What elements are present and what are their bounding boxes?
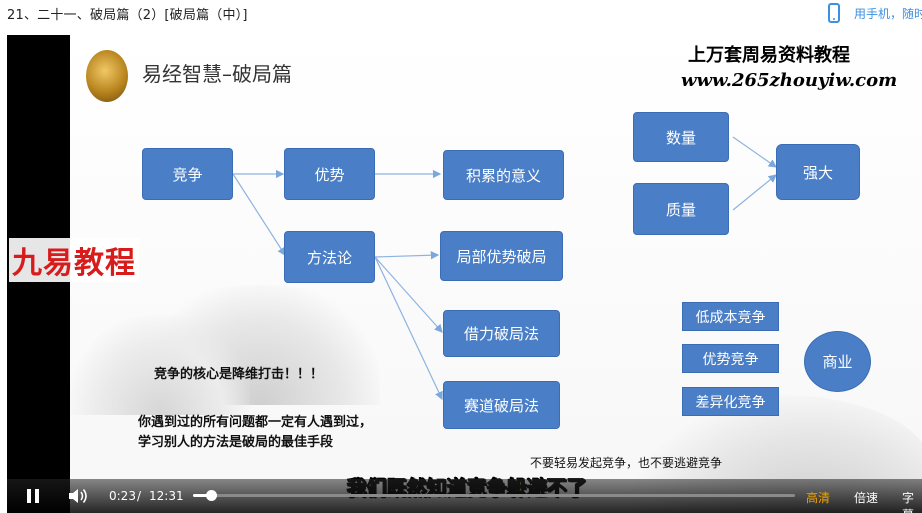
node-advantage: 优势 xyxy=(284,148,375,200)
watermark-line-1: 上万套周易资料教程 xyxy=(688,45,850,66)
phone-watch-link[interactable]: 用手机，随时 xyxy=(854,7,922,21)
captions-button[interactable]: 字幕 xyxy=(902,491,915,513)
brand-logo: 九易教程 xyxy=(9,238,139,282)
tag-advantage: 优势竞争 xyxy=(682,344,779,373)
node-track: 赛道破局法 xyxy=(443,381,560,429)
tag-low-cost: 低成本竞争 xyxy=(682,302,779,331)
progress-track[interactable] xyxy=(193,494,795,497)
progress-handle[interactable] xyxy=(206,490,217,501)
lion-emblem xyxy=(86,50,128,102)
node-leverage: 借力破局法 xyxy=(443,310,560,357)
note-bottom: 不要轻易发起竞争，也不要逃避竞争 xyxy=(530,456,723,470)
mountain-decoration xyxy=(70,315,250,415)
top-bar: 21、二十一、破局篇（2）[破局篇（中）] 用手机，随时 xyxy=(0,0,922,30)
volume-icon[interactable] xyxy=(68,487,88,505)
watermark-line-2: www.265zhouyiw.com xyxy=(681,70,898,91)
phone-icon[interactable] xyxy=(828,3,840,23)
note-core: 竞争的核心是降维打击！！！ xyxy=(154,367,324,382)
slide-frame: 易经智慧–破局篇 上万套周易资料教程 www.265zhouyiw.com xyxy=(70,35,922,513)
node-local-advantage: 局部优势破局 xyxy=(440,231,563,281)
tag-differentiation: 差异化竞争 xyxy=(682,387,779,416)
node-competition: 竞争 xyxy=(142,148,233,200)
pause-icon[interactable] xyxy=(26,489,40,503)
node-business: 商业 xyxy=(804,331,871,392)
progress-fill xyxy=(193,494,211,497)
lesson-title: 21、二十一、破局篇（2）[破局篇（中）] xyxy=(7,8,248,23)
current-time: 0:23 xyxy=(109,489,136,503)
note-problems-2: 学习别人的方法是破局的最佳手段 xyxy=(138,435,334,450)
node-quantity: 数量 xyxy=(633,112,729,162)
node-accumulation: 积累的意义 xyxy=(443,150,564,200)
note-problems-1: 你遇到过的所有问题都一定有人遇到过， xyxy=(138,415,373,430)
video-player[interactable]: 易经智慧–破局篇 上万套周易资料教程 www.265zhouyiw.com xyxy=(7,35,922,513)
duration: 12:31 xyxy=(149,489,184,503)
slide-heading: 易经智慧–破局篇 xyxy=(142,62,292,86)
node-methodology: 方法论 xyxy=(284,231,375,283)
quality-button[interactable]: 高清 xyxy=(806,491,831,505)
node-quality: 质量 xyxy=(633,183,729,235)
node-strong: 强大 xyxy=(776,144,860,200)
time-separator: / xyxy=(137,489,142,503)
speed-button[interactable]: 倍速 xyxy=(854,491,879,505)
flow-arrows xyxy=(232,136,777,401)
player-controls: 0:23 / 12:31 高清 倍速 字幕 xyxy=(7,479,922,513)
